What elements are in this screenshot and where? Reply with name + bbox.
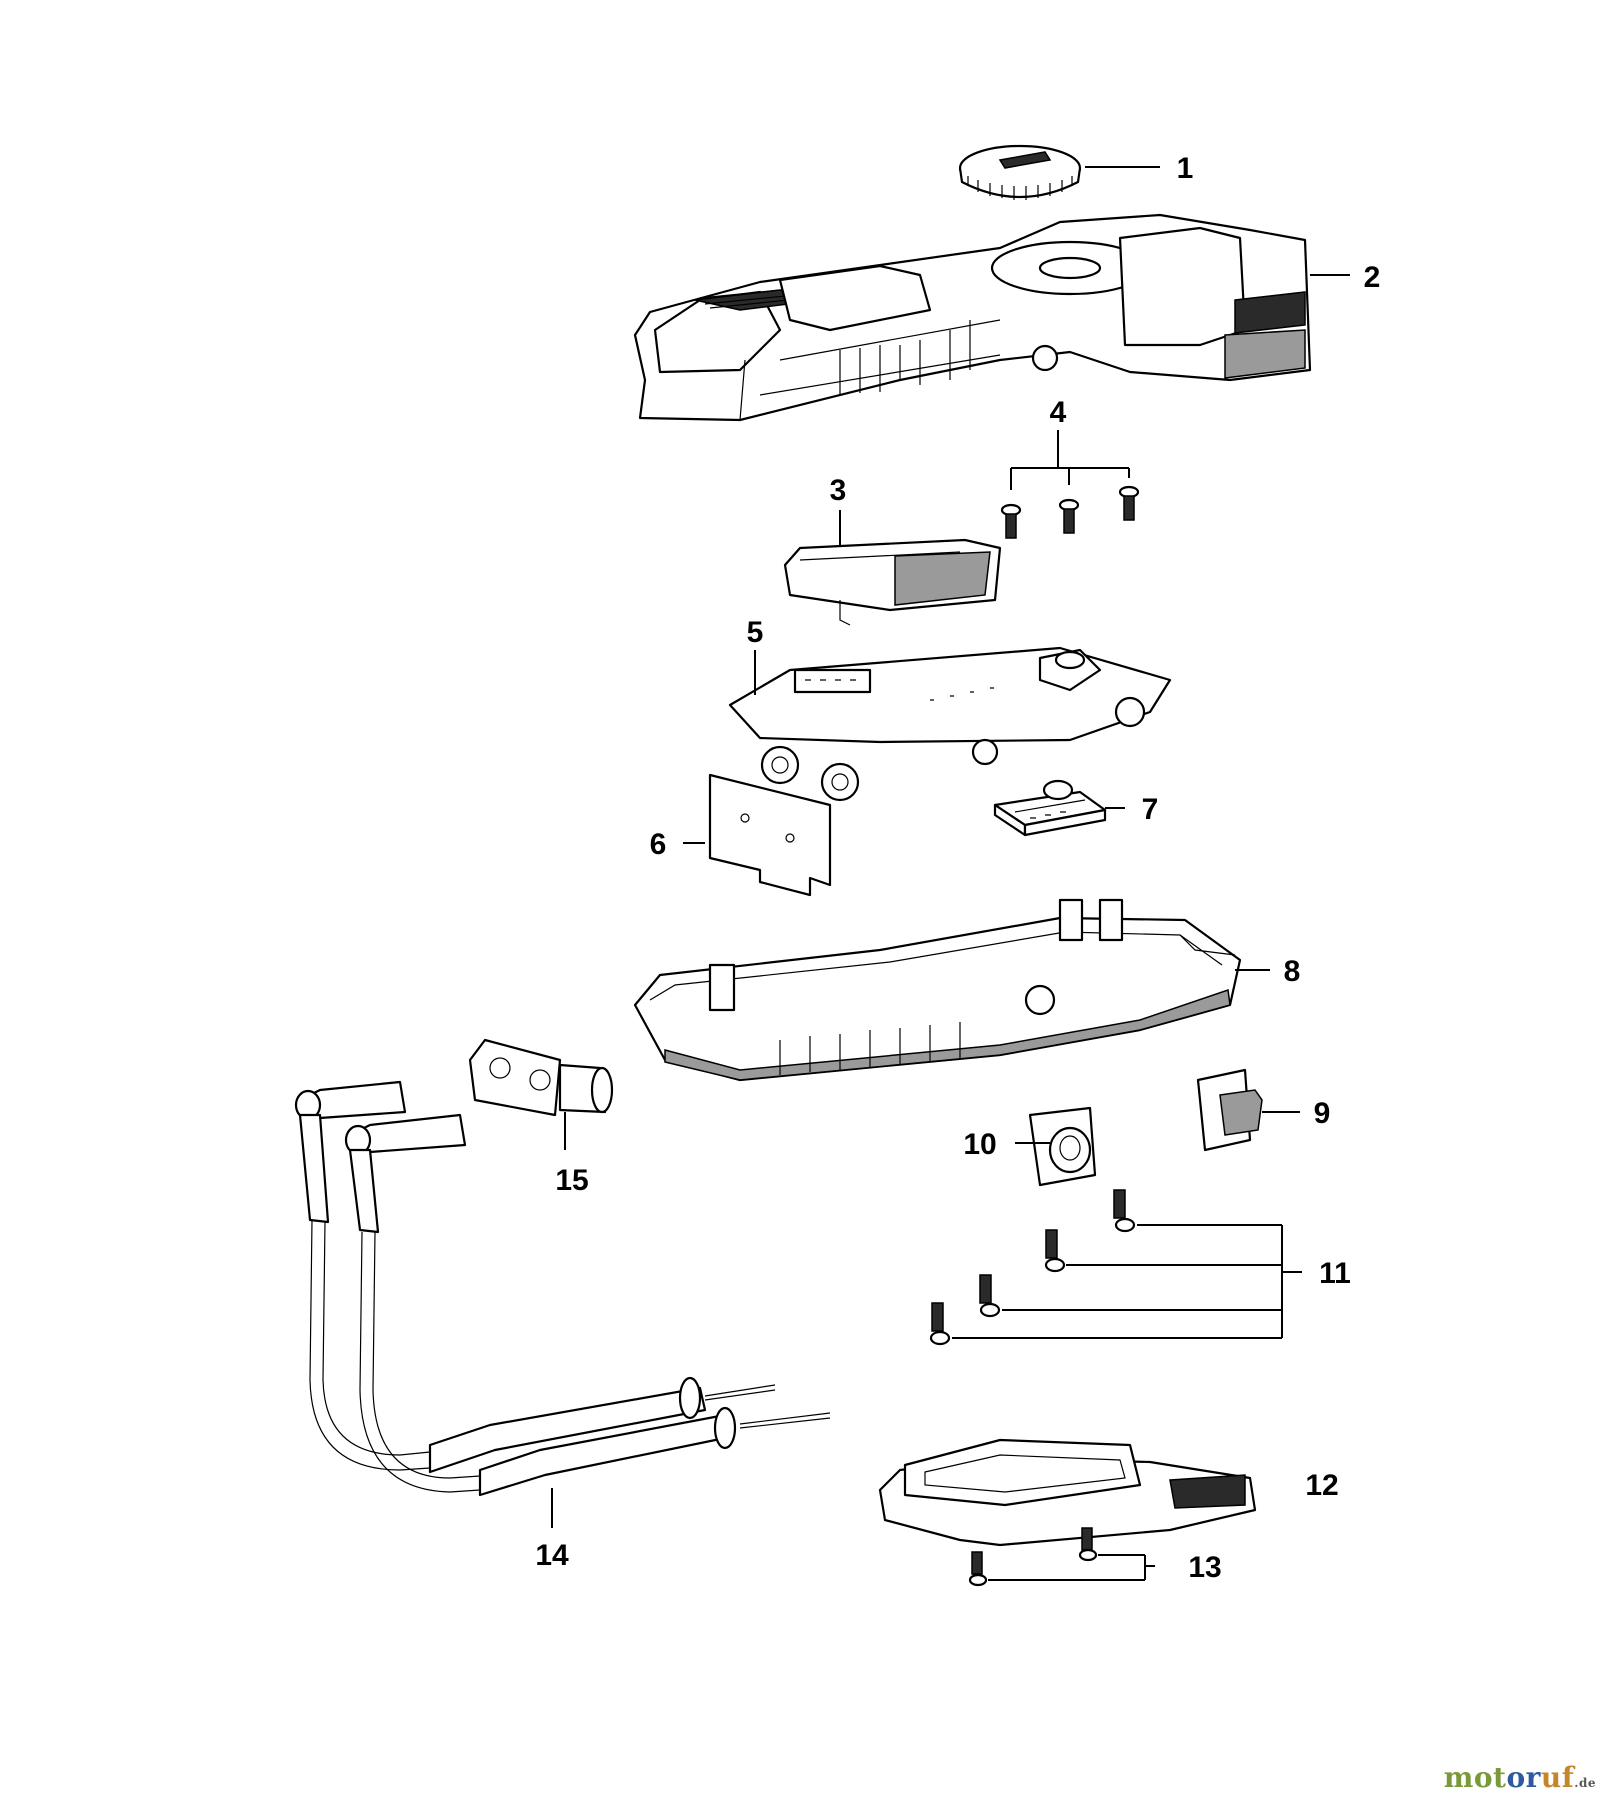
screw-4c bbox=[1118, 485, 1140, 521]
screw-13a bbox=[1078, 1527, 1098, 1562]
part-8-lower-housing bbox=[633, 898, 1242, 1082]
callout-3: 3 bbox=[830, 474, 847, 507]
screw-11a bbox=[1113, 1189, 1136, 1233]
callout-11: 11 bbox=[1319, 1257, 1351, 1290]
part-11-screws bbox=[929, 1189, 1136, 1346]
watermark-suffix: .de bbox=[1574, 1776, 1596, 1790]
callout-numbers: 1 2 3 4 5 6 7 8 9 10 11 12 13 14 15 bbox=[535, 152, 1380, 1584]
watermark-part-1: mot bbox=[1443, 1761, 1507, 1794]
callout-13: 13 bbox=[1188, 1551, 1221, 1584]
callout-4: 4 bbox=[1050, 396, 1067, 429]
part-6-shield-plate bbox=[708, 773, 832, 897]
part-12-compartment-lid bbox=[878, 1438, 1257, 1547]
callout-10: 10 bbox=[963, 1128, 996, 1161]
callout-2: 2 bbox=[1364, 261, 1381, 294]
watermark-logo: motoruf.de bbox=[1444, 1761, 1596, 1794]
part-3-cover-plate bbox=[783, 538, 1002, 626]
screw-4a bbox=[1000, 503, 1022, 539]
part-9-push-button bbox=[1196, 1068, 1263, 1152]
part-14-test-leads bbox=[294, 1080, 831, 1497]
watermark-part-2: or bbox=[1506, 1761, 1541, 1794]
part-15-lead-holder bbox=[468, 1038, 614, 1117]
part-7-switch-block bbox=[993, 779, 1107, 837]
callout-8: 8 bbox=[1284, 955, 1301, 988]
screw-4b bbox=[1058, 498, 1080, 534]
screw-11b bbox=[1044, 1229, 1066, 1273]
callout-7: 7 bbox=[1142, 793, 1159, 826]
callout-15: 15 bbox=[555, 1164, 588, 1197]
part-1-rotary-knob bbox=[958, 144, 1082, 200]
screw-13b bbox=[968, 1551, 988, 1587]
callout-6: 6 bbox=[650, 828, 667, 861]
part-10-push-button bbox=[1028, 1106, 1097, 1187]
callout-9: 9 bbox=[1314, 1097, 1331, 1130]
part-13-screws bbox=[968, 1527, 1098, 1587]
part-4-screws bbox=[1000, 485, 1140, 539]
callout-1: 1 bbox=[1177, 152, 1194, 185]
screw-11c bbox=[979, 1274, 1001, 1318]
watermark-part-3: uf bbox=[1540, 1761, 1575, 1794]
screw-11d bbox=[929, 1302, 951, 1346]
leader-lines bbox=[551, 166, 1350, 1581]
callout-5: 5 bbox=[747, 616, 764, 649]
part-2-upper-housing bbox=[633, 213, 1312, 422]
callout-12: 12 bbox=[1305, 1469, 1338, 1502]
callout-14: 14 bbox=[535, 1539, 569, 1572]
part-5-circuit-board bbox=[728, 646, 1172, 802]
